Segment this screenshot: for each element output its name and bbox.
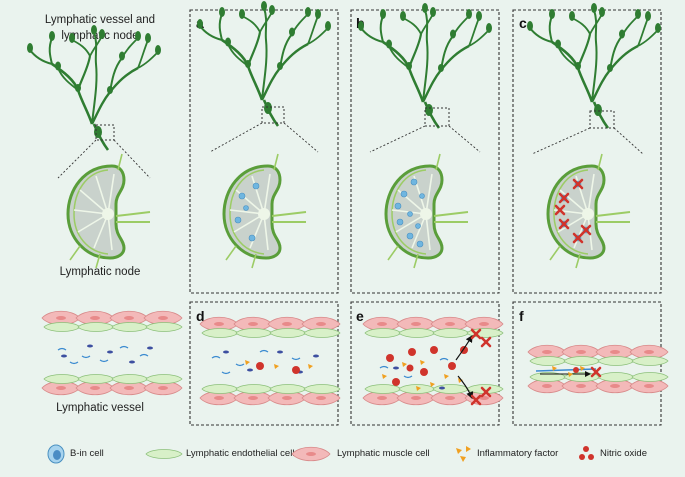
- legend-label-inflammatory: Inflammatory factor: [477, 448, 559, 459]
- nitric-oxide-icon: [579, 446, 594, 460]
- panel-label-d: d: [196, 308, 205, 324]
- lymphatic-vessel-label: Lymphatic vessel: [56, 402, 144, 414]
- lymphatic-node-label: Lymphatic node: [59, 266, 141, 278]
- panel-a-lymph-node: [222, 152, 308, 270]
- left-lymphatic-tree: [25, 23, 163, 152]
- left-title-line1: Lymphatic vessel and: [44, 14, 156, 26]
- panel-c-lymph-node: [546, 152, 632, 270]
- panel-b-lymph-node: [384, 152, 470, 270]
- legend-label-endothelial: Lymphatic endothelial cell: [186, 448, 295, 459]
- legend-label-muscle: Lymphatic muscle cell: [337, 448, 430, 459]
- legend-label-nitric-oxide: Nitric oxide: [600, 448, 647, 459]
- panel-c-tree: [525, 1, 663, 130]
- left-vessel: [42, 311, 182, 395]
- b-cell-icon: [47, 444, 65, 464]
- panel-label-c: c: [519, 15, 527, 31]
- panel-b-frame: [350, 9, 500, 294]
- panel-f-frame: [512, 301, 662, 426]
- left-lymph-node: [66, 152, 152, 270]
- muscle-cell-icon: [291, 446, 331, 462]
- panel-d-vessel: [200, 317, 340, 405]
- panel-e-frame: [350, 301, 500, 426]
- panel-label-e: e: [356, 308, 364, 324]
- panel-d-frame: [189, 301, 339, 426]
- panel-c-frame: [512, 9, 662, 294]
- panel-b-tree: [356, 1, 494, 130]
- left-zoom-box: [95, 124, 115, 141]
- panel-a-frame: [189, 9, 339, 294]
- panel-label-f: f: [519, 308, 524, 324]
- inflammatory-factor-icon: [456, 446, 471, 462]
- panel-e-vessel: [363, 317, 503, 406]
- panel-f-vessel: [528, 345, 668, 393]
- legend-label-b-cell: B-in cell: [70, 448, 104, 459]
- endothelial-cell-icon: [145, 449, 183, 459]
